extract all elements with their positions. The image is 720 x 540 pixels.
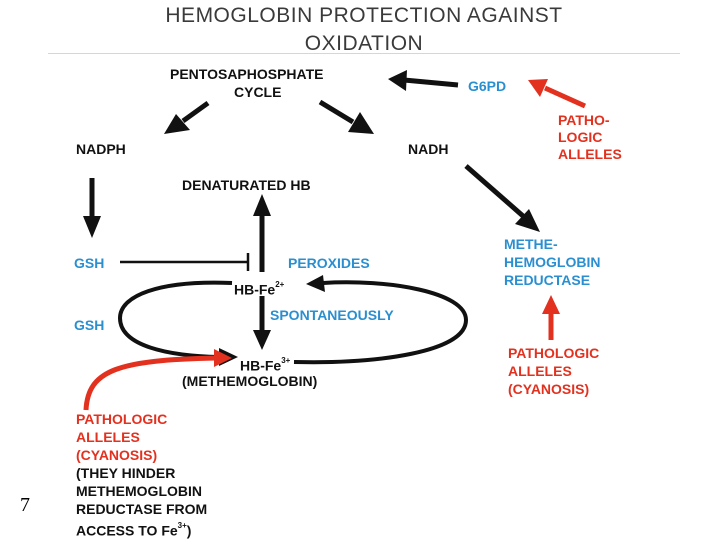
patho-alleles-right-l2: ALLELES [508, 363, 572, 379]
patho-alleles-right-l3: (CYANOSIS) [508, 381, 590, 397]
arrow-g6pd-to-cycle [388, 70, 459, 91]
arrow-fe2-to-fe3 [253, 296, 271, 350]
spontaneously-label: SPONTANEOUSLY [270, 307, 394, 323]
access-fe-text: ACCESS TO Fe [76, 522, 178, 539]
denaturated-hb-label: DENATURATED HB [182, 177, 311, 193]
diagram-title-line1: HEMOGLOBIN PROTECTION AGAINST [165, 4, 563, 27]
reductase-l2: HEMOGLOBIN [504, 254, 601, 270]
patho-alleles-left-l6: REDUCTASE FROM [76, 501, 208, 517]
loop-right [293, 275, 469, 365]
hb-fe3-text: HB-Fe [240, 357, 282, 374]
patho-alleles-top-l2: LOGIC [558, 129, 603, 145]
g6pd-label: G6PD [468, 78, 507, 94]
diagram-title-line2: OXIDATION [304, 32, 424, 55]
patho-alleles-left-l7: ACCESS TO Fe3+) [76, 519, 191, 540]
hb-fe2-superscript: 2+ [275, 280, 285, 289]
hb-fe3-label: HB-Fe3+ [240, 354, 290, 375]
arrow-cycle-to-nadh [318, 99, 374, 134]
hb-fe2-label: HB-Fe2+ [234, 278, 284, 299]
access-fe-close: ) [186, 522, 192, 539]
arrow-nadh-to-reductase [464, 164, 540, 232]
access-fe-superscript: 3+ [177, 521, 187, 530]
inhibition-gsh-peroxides [120, 253, 250, 271]
cycle-label: CYCLE [234, 84, 282, 100]
page-number: 7 [20, 494, 30, 516]
reductase-l1: METHE- [504, 236, 558, 252]
patho-alleles-left-l4: (THEY HINDER [76, 465, 176, 481]
gsh-bottom-label: GSH [74, 317, 105, 333]
nadh-label: NADH [408, 141, 449, 157]
pentosaphosphate-label: PENTOSAPHOSPHATE [170, 66, 324, 82]
nadph-label: NADPH [76, 141, 126, 157]
patho-alleles-top-l1: PATHO- [558, 112, 610, 128]
patho-alleles-left-l3: (CYANOSIS) [76, 447, 158, 463]
diagram-arrows [83, 70, 587, 411]
arrow-pathologic-to-fe3 [83, 349, 232, 411]
gsh-top-label: GSH [74, 255, 105, 271]
patho-alleles-left-l5: METHEMOGLOBIN [76, 483, 202, 499]
methemoglobin-label: (METHEMOGLOBIN) [182, 373, 318, 389]
reductase-l3: REDUCTASE [504, 272, 591, 288]
arrow-nadph-to-gsh [83, 178, 101, 238]
title-rule [48, 53, 680, 54]
patho-alleles-left-l1: PATHOLOGIC [76, 411, 168, 427]
arrow-hb-to-denaturated [253, 194, 271, 272]
arrow-cycle-to-nadph [164, 100, 210, 134]
arrow-pathologic-to-reductase [542, 295, 560, 340]
peroxides-label: PEROXIDES [288, 255, 370, 271]
arrow-pathologic-to-g6pd [528, 79, 587, 109]
diagram-figure: HEMOGLOBIN PROTECTION AGAINST OXIDATION [48, 0, 680, 540]
hb-fe2-text: HB-Fe [234, 281, 276, 298]
patho-alleles-top-l3: ALLELES [558, 146, 622, 162]
patho-alleles-left-l2: ALLELES [76, 429, 140, 445]
patho-alleles-right-l1: PATHOLOGIC [508, 345, 600, 361]
hb-fe3-superscript: 3+ [281, 356, 291, 365]
